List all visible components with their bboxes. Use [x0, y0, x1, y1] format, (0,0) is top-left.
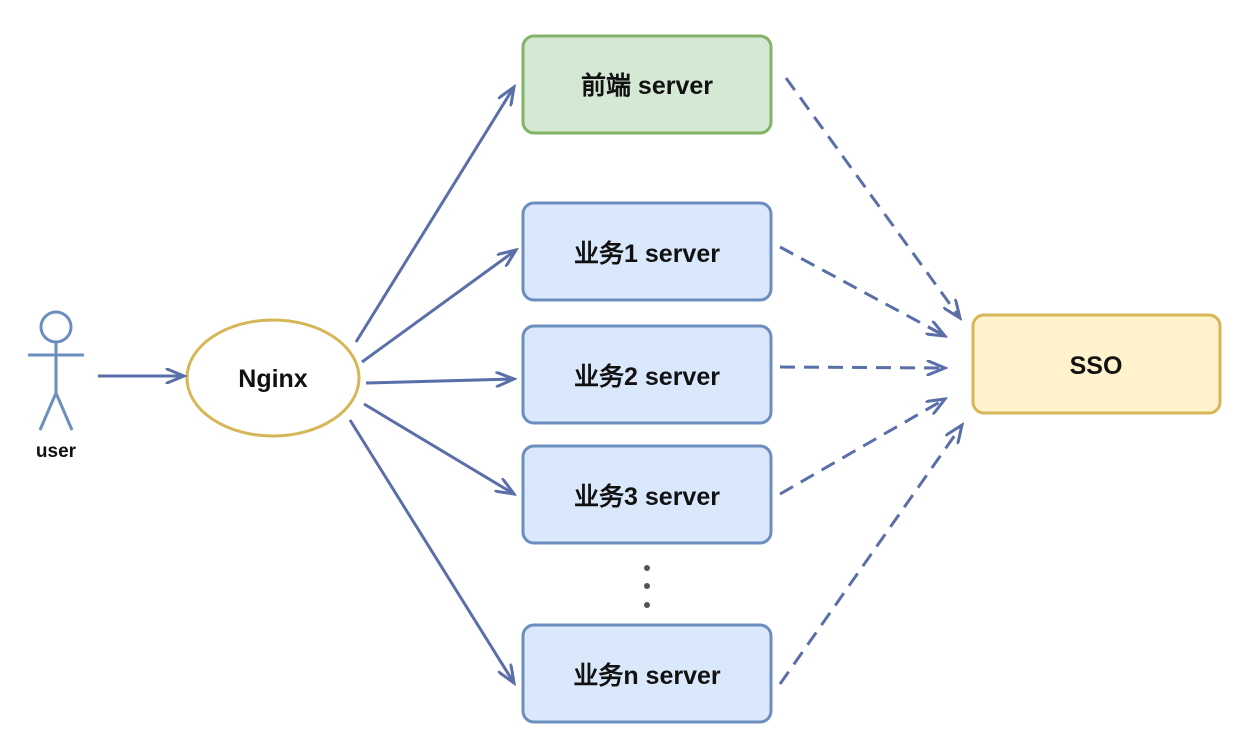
server-frontend: 前端 server — [521, 34, 773, 135]
request-arrows — [98, 87, 516, 683]
user-head — [39, 310, 73, 344]
sso-box — [971, 313, 1222, 415]
arrow-biz1-to-sso — [779, 245, 945, 336]
arrow-nginx-to-biz3 — [363, 402, 514, 494]
server-bizn-label: 业务n server — [573, 662, 721, 690]
server-biz2-box — [521, 324, 773, 425]
arrow-nginx-to-biz1 — [361, 250, 516, 364]
arrow-biz2-to-sso — [779, 367, 945, 368]
server-frontend-box — [521, 34, 773, 135]
arrow-bizn-to-sso — [778, 425, 962, 685]
sso-node: SSO — [971, 313, 1222, 415]
server-biz1: 业务1 server — [521, 201, 773, 302]
server-biz3-label: 业务3 server — [574, 483, 720, 511]
user-left-leg — [38, 392, 58, 431]
server-bizn-box — [521, 623, 773, 724]
nginx-ellipse — [185, 318, 361, 438]
server-bizn: 业务n server — [521, 623, 773, 724]
arrow-nginx-to-frontend — [354, 87, 514, 343]
server-biz3: 业务3 server — [521, 444, 773, 545]
nginx-label: Nginx — [238, 365, 308, 393]
sso-arrows — [778, 77, 962, 685]
user-actor: user — [28, 310, 84, 462]
arrow-nginx-to-biz2 — [365, 379, 514, 383]
arrow-nginx-to-bizn — [348, 419, 514, 683]
server-biz2-label: 业务2 server — [574, 363, 720, 391]
user-label: user — [36, 441, 77, 462]
user-right-leg — [54, 392, 74, 431]
server-biz1-box — [521, 201, 773, 302]
nginx-node: Nginx — [185, 318, 361, 438]
server-biz2: 业务2 server — [521, 324, 773, 425]
arrow-frontend-to-sso — [784, 77, 960, 318]
server-biz3-box — [521, 444, 773, 545]
sso-label: SSO — [1070, 352, 1123, 380]
arrow-biz3-to-sso — [779, 399, 945, 496]
server-biz1-label: 业务1 server — [574, 240, 720, 268]
server-frontend-label: 前端 server — [581, 71, 713, 100]
ellipsis-dots — [644, 565, 650, 608]
